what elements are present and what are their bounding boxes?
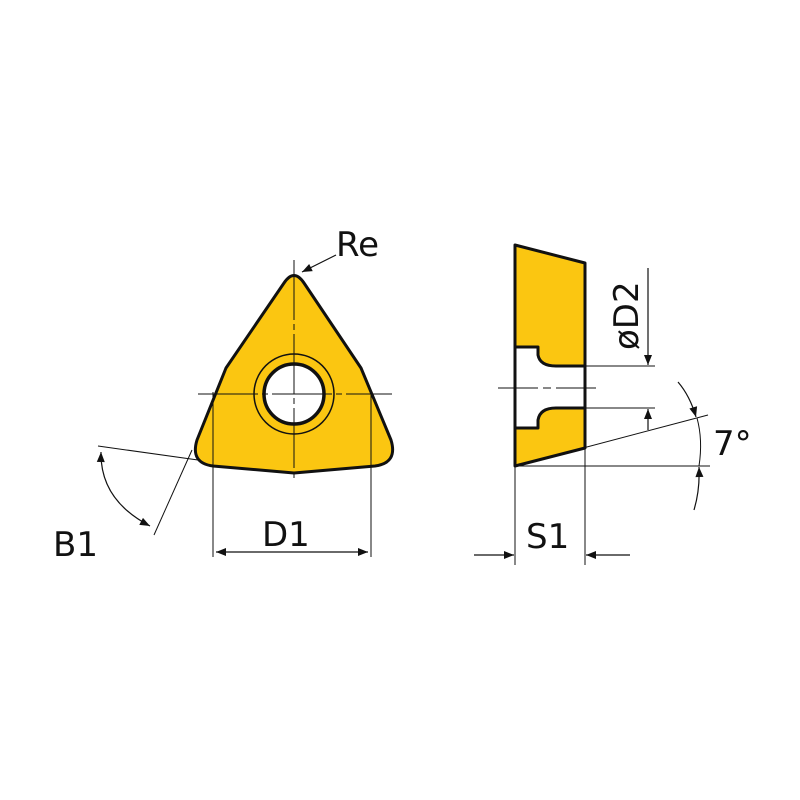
d2-label: øD2 — [607, 281, 647, 350]
s1-label: S1 — [526, 517, 569, 557]
re-leader — [301, 254, 337, 273]
top-view: D1 Re B1 — [53, 225, 395, 565]
b1-reference-line-2 — [153, 449, 193, 536]
angle-arc-bottom — [693, 466, 704, 511]
b1-label: B1 — [53, 525, 98, 565]
side-view: øD2 S1 7° — [474, 243, 752, 565]
angle-arc-mid — [696, 417, 702, 467]
d1-label: D1 — [262, 515, 310, 555]
clearance-flank-line — [514, 414, 709, 467]
b1-reference-line-1 — [97, 445, 199, 461]
re-label: Re — [336, 225, 379, 265]
b1-angle-arc — [96, 451, 151, 527]
angle-arc-top — [677, 381, 698, 418]
angle-label: 7° — [713, 424, 752, 464]
